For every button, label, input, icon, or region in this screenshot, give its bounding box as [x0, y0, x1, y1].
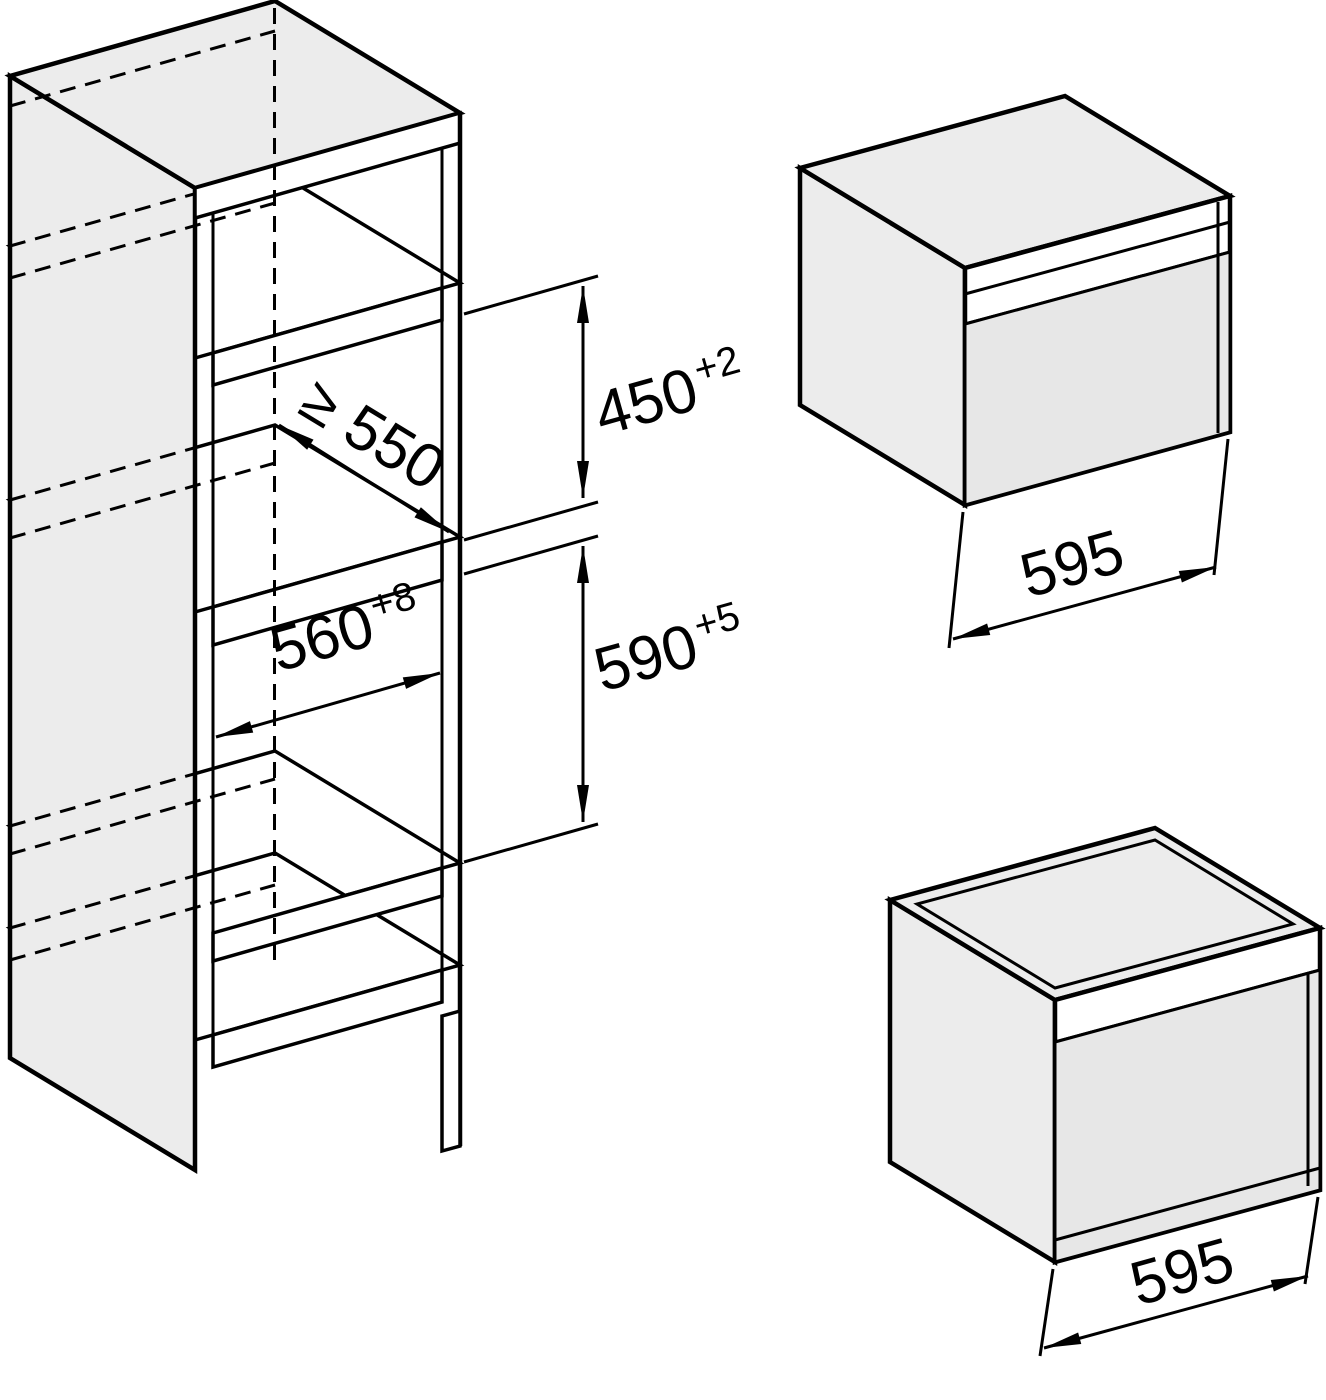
oven-drawing	[884, 825, 1326, 1266]
dim-595o-arrow	[1043, 1274, 1309, 1350]
right-plinth-foot	[440, 1008, 462, 1154]
hidden-bottom-panel-back-edge	[9, 874, 196, 930]
hidden-upper-shelf-back-edge	[9, 192, 196, 248]
oven-door-bottom-line	[1054, 1166, 1321, 1242]
hidden-divider-underside-edge	[9, 461, 276, 540]
cabinet-left-side-panel	[7, 72, 198, 1174]
hidden-upper-shelf-underside-edge	[9, 201, 276, 280]
dim-595c-extension-right	[1212, 438, 1230, 576]
hidden-lower-shelf-underside-edge	[9, 777, 276, 856]
dim-595c-arrow	[952, 565, 1217, 641]
hidden-top-panel-underside-edge	[9, 29, 276, 108]
oven-door	[1053, 968, 1322, 1264]
dim-450-extension-top	[463, 274, 599, 316]
compact-handle-upper-line	[964, 220, 1231, 296]
oven-top-inset	[913, 838, 1297, 990]
dim-595o-extension-right	[1303, 1196, 1320, 1285]
cabinet-drawing	[4, 0, 466, 1174]
dim-590-extension-bottom	[463, 822, 599, 864]
dim-compact-width-595: 595	[947, 438, 1230, 649]
dim-450-extension-bottom	[463, 500, 599, 542]
hidden-edges	[9, 8, 276, 966]
dim-550-arrow	[278, 423, 450, 534]
hidden-lower-shelf-back-edge	[9, 772, 196, 828]
hidden-divider-back-edge	[9, 446, 196, 502]
compact-appliance-drawing	[794, 93, 1236, 509]
dim-590-extension-top	[463, 534, 599, 576]
compact-door	[963, 250, 1232, 507]
dim-560-arrow	[215, 671, 441, 739]
hidden-bottom-panel-underside-edge	[9, 883, 276, 962]
